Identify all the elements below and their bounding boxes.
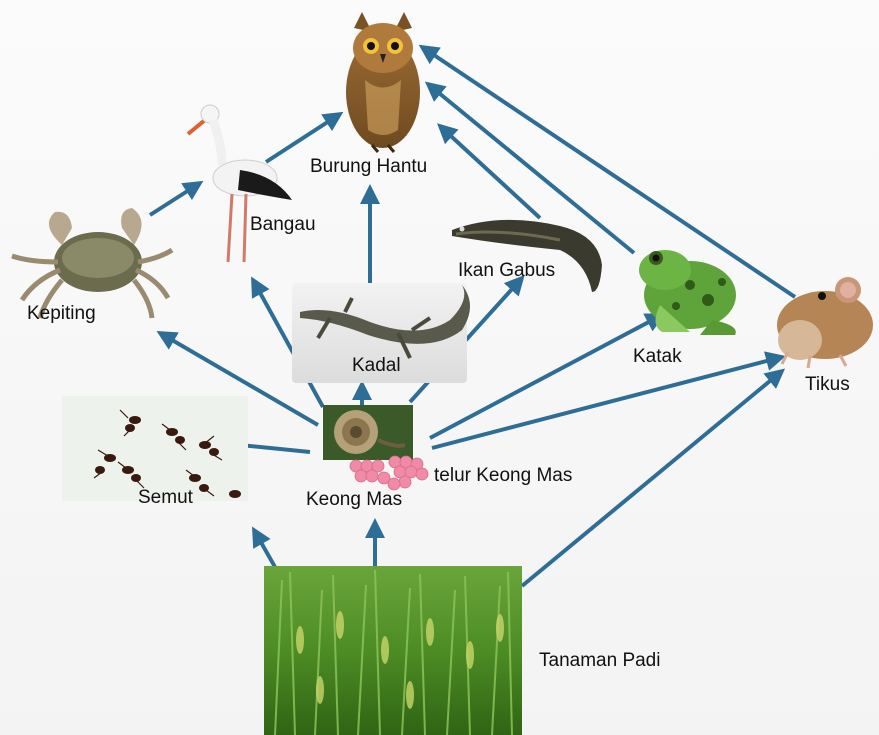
rice-plant-icon (264, 566, 522, 735)
arrow-keong-tikus (432, 357, 782, 448)
label-ikan-gabus: Ikan Gabus (458, 260, 555, 282)
frog-icon (639, 250, 736, 335)
label-semut: Semut (138, 487, 193, 509)
label-kepiting: Kepiting (27, 303, 96, 325)
label-tanaman-padi: Tanaman Padi (539, 650, 660, 672)
arrow-bangau-burunghantu (266, 114, 340, 162)
snail-icon (323, 405, 413, 460)
label-bangau: Bangau (250, 214, 316, 236)
snail-eggs-icon (350, 456, 428, 490)
label-burung-hantu: Burung Hantu (310, 156, 427, 178)
arrow-ikangabus-burunghantu (440, 126, 540, 218)
label-katak: Katak (633, 346, 682, 368)
stork-icon (188, 105, 292, 262)
crab-icon (12, 208, 172, 318)
label-keong-mas: Keong Mas (306, 489, 402, 511)
arrow-padi-semut (254, 530, 275, 567)
mouse-icon (777, 277, 873, 368)
label-telur-keong-mas: telur Keong Mas (434, 465, 572, 487)
owl-icon (346, 12, 420, 152)
arrow-kepiting-bangau (150, 183, 200, 215)
ants-icon (62, 396, 248, 501)
label-kadal: Kadal (352, 355, 401, 377)
label-tikus: Tikus (805, 374, 850, 396)
